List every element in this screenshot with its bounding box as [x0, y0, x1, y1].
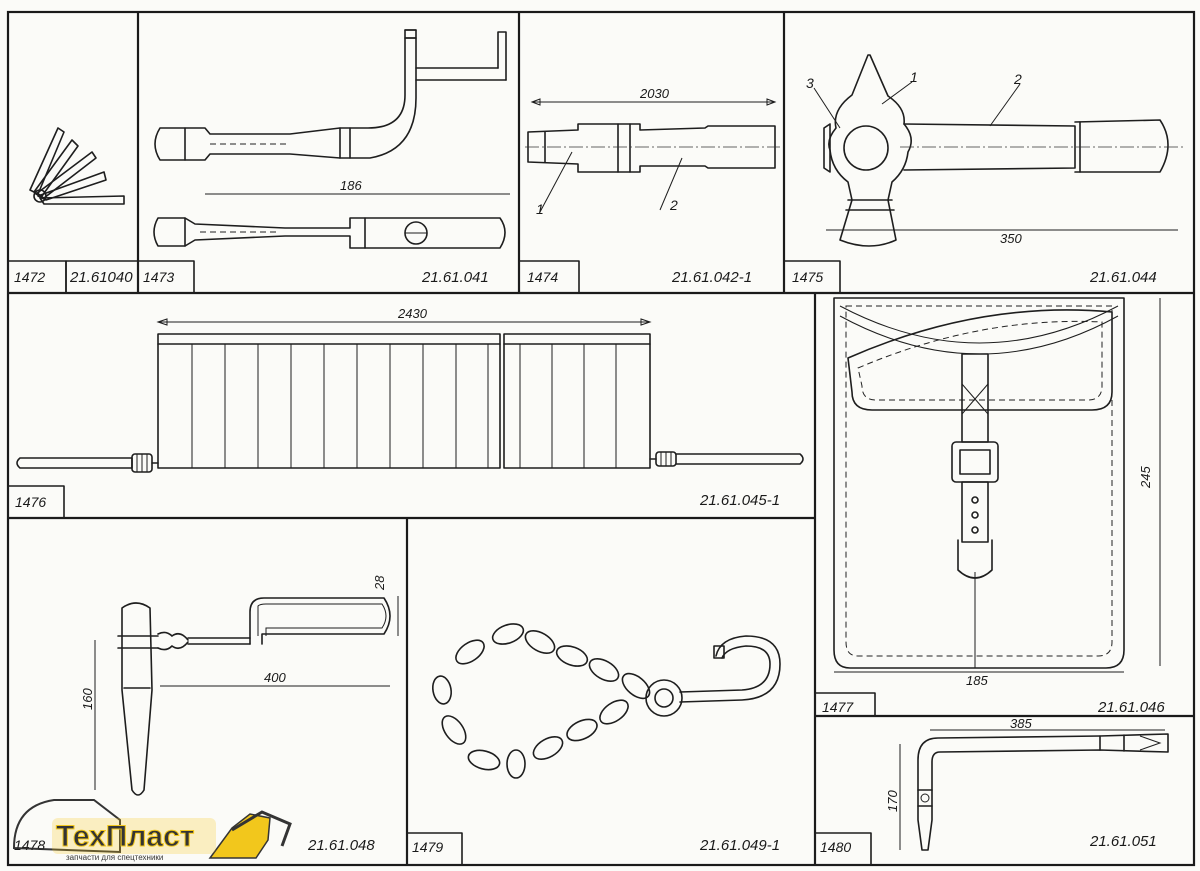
- dimension-1480-length: 385: [1010, 716, 1032, 731]
- dimension-1475-length: 350: [1000, 231, 1022, 246]
- panel-code-1476: 21.61.045-1: [699, 492, 780, 509]
- logo-tagline: запчасти для спецтехники: [66, 853, 163, 862]
- dimension-1478-thickness: 28: [372, 575, 387, 591]
- mat-slats: [191, 344, 617, 468]
- dimension-1474-length: 2030: [639, 86, 670, 101]
- panel-code-1472: 21.61040: [69, 269, 133, 286]
- callout-1474-2: 2: [669, 197, 678, 213]
- callout-1475-2: 2: [1013, 71, 1022, 87]
- panel-number-1473: 1473: [143, 269, 174, 285]
- mat-bar-drawing: 2430: [16, 306, 804, 473]
- dimension-1480-height: 170: [885, 790, 900, 812]
- l-wrench-drawing: 385 170: [885, 716, 1169, 851]
- panel-number-1480: 1480: [820, 839, 851, 855]
- excavator-arm-icon: [208, 813, 271, 859]
- panel-code-1475: 21.61.044: [1089, 269, 1157, 286]
- chain-drawing: [432, 623, 781, 779]
- dimension-1477-height: 245: [1138, 466, 1153, 489]
- panel-number-1476: 1476: [15, 494, 46, 510]
- panel-code-1474: 21.61.042-1: [671, 269, 752, 286]
- dimension-1477-width: 185: [966, 673, 988, 688]
- callout-1475-1: 1: [910, 69, 918, 85]
- dimension-1476-length: 2430: [397, 306, 428, 321]
- hammer-drawing: 350 3 1 2: [806, 54, 1185, 247]
- callout-1474-1: 1: [536, 201, 544, 217]
- pry-bar-drawing: 2030 1 2: [525, 86, 780, 217]
- techplast-logo: ТехПласт запчасти для спецтехники: [12, 799, 292, 862]
- sheet-frame: [6, 10, 1196, 867]
- panel-number-1474: 1474: [527, 269, 558, 285]
- panel-number-1479: 1479: [412, 839, 443, 855]
- feeler-gauge-drawing: [29, 127, 125, 205]
- panel-code-1477: 21.61.046: [1097, 699, 1165, 716]
- tool-pouch-drawing: 245 185: [833, 297, 1161, 688]
- panel-code-1473: 21.61.041: [421, 269, 489, 286]
- dimension-1478-height: 160: [80, 688, 95, 710]
- spike-drawing: 28 400 160: [80, 575, 399, 796]
- panel-number-1472: 1472: [14, 269, 45, 285]
- logo-brand-text: ТехПласт: [56, 820, 195, 853]
- dimension-1478-length: 400: [264, 670, 286, 685]
- panel-number-1477: 1477: [822, 699, 854, 715]
- panel-code-1480: 21.61.051: [1089, 833, 1157, 850]
- dimension-1473-length: 186: [340, 178, 362, 193]
- callout-1475-3: 3: [806, 75, 814, 91]
- panel-code-1479: 21.61.049-1: [699, 837, 780, 854]
- panel-code-1478: 21.61.048: [307, 837, 375, 854]
- panel-labels: 1472 21.61040 1473 21.61.041 1474 21.61.…: [14, 269, 1165, 855]
- socket-wrench-drawing: 186: [153, 29, 510, 249]
- panel-number-1478: 1478: [14, 837, 45, 853]
- chain-links: [432, 623, 651, 779]
- panel-number-1475: 1475: [792, 269, 823, 285]
